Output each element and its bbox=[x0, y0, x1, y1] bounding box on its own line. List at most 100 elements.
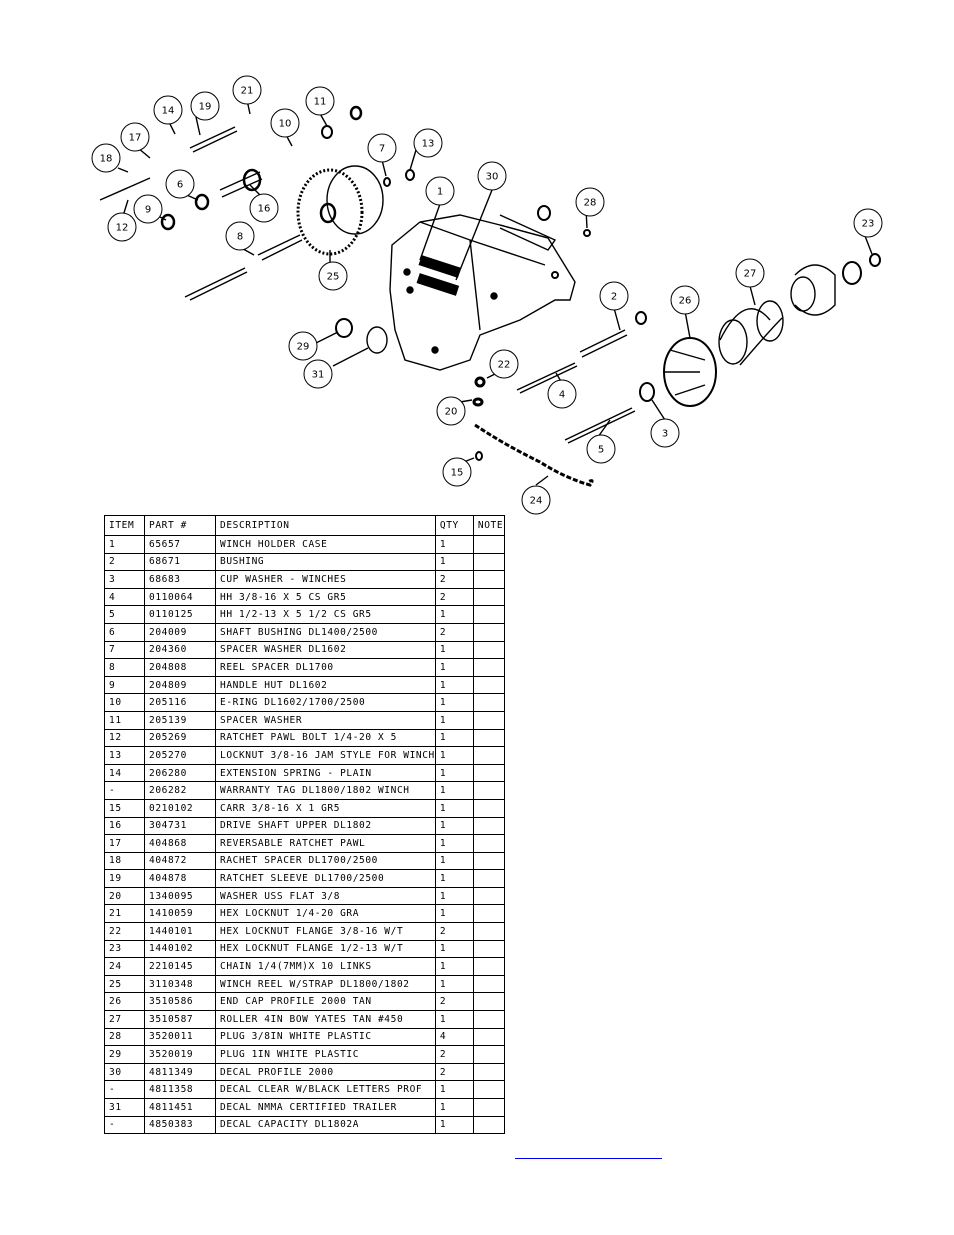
cell-item: 3 bbox=[104, 570, 145, 589]
callout-balloon bbox=[599, 281, 629, 311]
cell-note bbox=[472, 1080, 505, 1099]
callout-27: 27 bbox=[735, 258, 765, 288]
cell-description: SPACER WASHER DL1602 bbox=[215, 640, 436, 660]
cell-qty: 2 bbox=[434, 622, 474, 642]
cell-note bbox=[472, 535, 505, 554]
cell-note bbox=[472, 1010, 505, 1029]
bolt-4 bbox=[516, 362, 578, 394]
cell-qty: 1 bbox=[434, 1010, 474, 1029]
col-header-qty: QTY bbox=[434, 515, 474, 536]
cell-description: ROLLER 4IN BOW YATES TAN #450 bbox=[215, 1010, 436, 1029]
callout-25: 25 bbox=[318, 261, 348, 291]
case-edges bbox=[419, 221, 549, 331]
callout-7: 7 bbox=[367, 133, 397, 163]
cell-note bbox=[472, 798, 505, 818]
callout-balloon bbox=[367, 133, 397, 163]
shaft-bushing bbox=[194, 193, 210, 211]
ratchet-pawl-bolt bbox=[99, 177, 151, 201]
cell-part-number: 204809 bbox=[144, 675, 216, 695]
cell-item: 20 bbox=[104, 886, 145, 906]
case-hole bbox=[490, 292, 498, 300]
callout-label: 27 bbox=[744, 269, 757, 280]
callout-label: 11 bbox=[314, 97, 327, 108]
callout-balloon bbox=[165, 169, 195, 199]
callout-label: 3 bbox=[662, 429, 668, 440]
cell-part-number: 205139 bbox=[144, 710, 216, 730]
cell-note bbox=[472, 1062, 505, 1082]
cell-part-number: 404878 bbox=[144, 869, 216, 888]
callout-16: 16 bbox=[249, 193, 279, 223]
plug-28b bbox=[551, 271, 559, 279]
roller-27-end-b bbox=[756, 300, 784, 342]
cell-note bbox=[472, 957, 505, 976]
callout-label: 25 bbox=[327, 272, 340, 283]
winch-reel-drum bbox=[326, 165, 384, 235]
plug-28 bbox=[583, 229, 591, 237]
callout-3: 3 bbox=[650, 418, 680, 448]
callout-21: 21 bbox=[232, 75, 262, 105]
cell-qty: 1 bbox=[434, 605, 474, 624]
cell-qty: 1 bbox=[434, 763, 474, 783]
cell-item: 17 bbox=[104, 834, 145, 853]
cell-part-number: 0110064 bbox=[144, 587, 216, 607]
cell-description: DRIVE SHAFT UPPER DL1802 bbox=[215, 816, 436, 836]
callout-balloon bbox=[442, 457, 472, 487]
cell-item: 24 bbox=[104, 957, 145, 976]
cell-item: 14 bbox=[104, 763, 145, 783]
callout-balloon bbox=[547, 379, 577, 409]
cell-description: CHAIN 1/4(7MM)X 10 LINKS bbox=[215, 957, 436, 976]
callout-label: 8 bbox=[237, 232, 243, 243]
callout-balloon bbox=[303, 359, 333, 389]
cup-washer-3 bbox=[639, 382, 655, 402]
end-cap-26b bbox=[794, 264, 836, 316]
callout-label: 23 bbox=[862, 219, 875, 230]
callout-balloon bbox=[190, 91, 220, 121]
callout-label: 7 bbox=[379, 144, 385, 155]
cell-item: - bbox=[104, 781, 145, 800]
cell-part-number: 1440101 bbox=[144, 922, 216, 941]
callout-balloon bbox=[436, 396, 466, 426]
callout-label: 28 bbox=[584, 198, 597, 209]
callout-label: 19 bbox=[199, 102, 212, 113]
callout-label: 13 bbox=[422, 139, 435, 150]
cell-item: 16 bbox=[104, 816, 145, 836]
footer-link-underline[interactable] bbox=[515, 1158, 662, 1159]
cell-part-number: 304731 bbox=[144, 816, 216, 836]
cell-part-number: 204808 bbox=[144, 658, 216, 677]
cell-qty: 1 bbox=[434, 886, 474, 906]
callout-label: 31 bbox=[312, 370, 325, 381]
callout-balloon bbox=[153, 95, 183, 125]
locknut-23 bbox=[869, 253, 881, 267]
cell-description: HEX LOCKNUT FLANGE 3/8-16 W/T bbox=[215, 922, 436, 941]
cell-qty: 2 bbox=[434, 1045, 474, 1064]
cell-part-number: 3510587 bbox=[144, 1010, 216, 1029]
callout-26: 26 bbox=[670, 285, 700, 315]
cell-part-number: 3110348 bbox=[144, 974, 216, 994]
cell-description: PLUG 3/8IN WHITE PLASTIC bbox=[215, 1027, 436, 1047]
cell-description: RATCHET SLEEVE DL1700/2500 bbox=[215, 869, 436, 888]
cell-description: WARRANTY TAG DL1800/1802 WINCH bbox=[215, 781, 436, 800]
callout-5: 5 bbox=[586, 434, 616, 464]
callout-10: 10 bbox=[270, 108, 300, 138]
cell-note bbox=[472, 746, 505, 765]
callout-11: 11 bbox=[305, 86, 335, 116]
cell-description: WASHER USS FLAT 3/8 bbox=[215, 886, 436, 906]
callout-15: 15 bbox=[442, 457, 472, 487]
cell-item: 21 bbox=[104, 904, 145, 924]
cell-note bbox=[472, 781, 505, 800]
cell-description: PLUG 1IN WHITE PLASTIC bbox=[215, 1045, 436, 1064]
callout-4: 4 bbox=[547, 379, 577, 409]
cell-description: DECAL CAPACITY DL1802A bbox=[215, 1115, 436, 1135]
